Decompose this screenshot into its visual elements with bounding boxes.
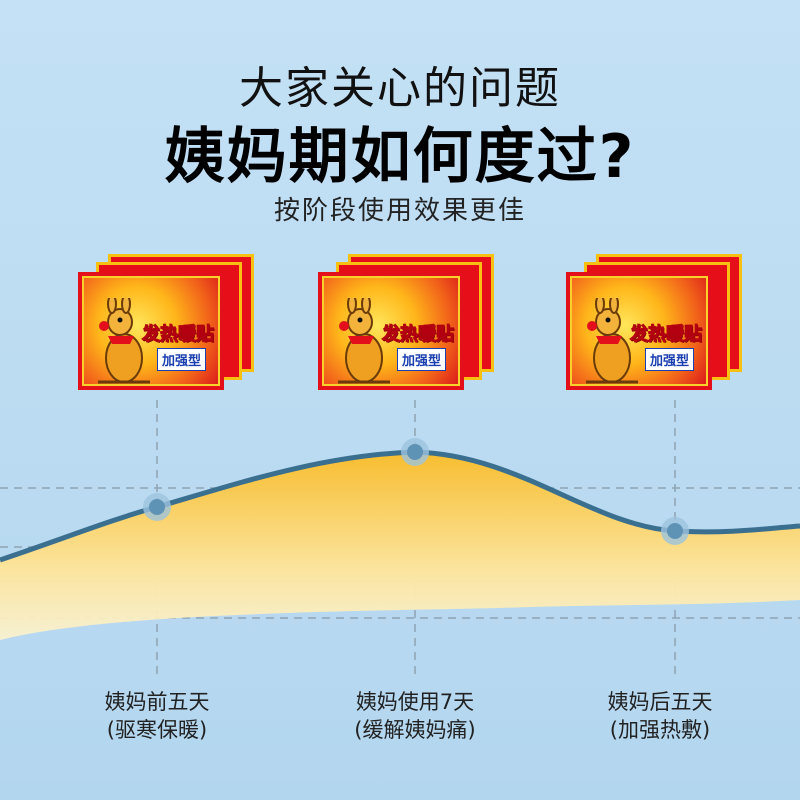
marker-dot-3 [667,523,683,539]
stage-label-3: 姨妈后五天 (加强热敷) [560,688,760,744]
marker-dot-2 [407,444,423,460]
stage-note: (加强热敷) [609,718,711,742]
stage-name: 姨妈使用7天 [355,690,475,714]
brand-label: 发热暖贴 [142,324,215,346]
variant-label: 加强型 [156,348,206,371]
warm-area [0,452,800,640]
kangaroo-icon [98,298,150,384]
stage-label-2: 姨妈使用7天 (缓解姨妈痛) [315,688,515,744]
stage-label-1: 姨妈前五天 (驱寒保暖) [57,688,257,744]
marker-dot-1 [149,499,165,515]
curve-markers [143,438,689,545]
brand-label: 发热暖贴 [630,324,703,346]
pack-front-card: 发热暖贴 加强型 [78,272,224,390]
heat-pad-pack-3: 发热暖贴 加强型 [566,252,746,392]
stage-name: 姨妈后五天 [607,690,713,714]
heat-pad-pack-1: 发热暖贴 加强型 [78,252,258,392]
headline: 姨妈期如何度过? [164,122,636,192]
stage-note: (缓解姨妈痛) [354,718,476,742]
variant-label: 加强型 [396,348,446,371]
kangaroo-icon [586,298,638,384]
heat-pad-pack-2: 发热暖贴 加强型 [318,252,498,392]
kangaroo-icon [338,298,390,384]
stage-note: (驱寒保暖) [106,718,208,742]
page-title: 大家关心的问题 [239,63,561,114]
subtitle: 按阶段使用效果更佳 [273,196,526,226]
variant-label: 加强型 [644,348,694,371]
pack-front-card: 发热暖贴 加强型 [318,272,464,390]
pack-front-card: 发热暖贴 加强型 [566,272,712,390]
brand-label: 发热暖贴 [382,324,455,346]
stage-name: 姨妈前五天 [104,690,210,714]
